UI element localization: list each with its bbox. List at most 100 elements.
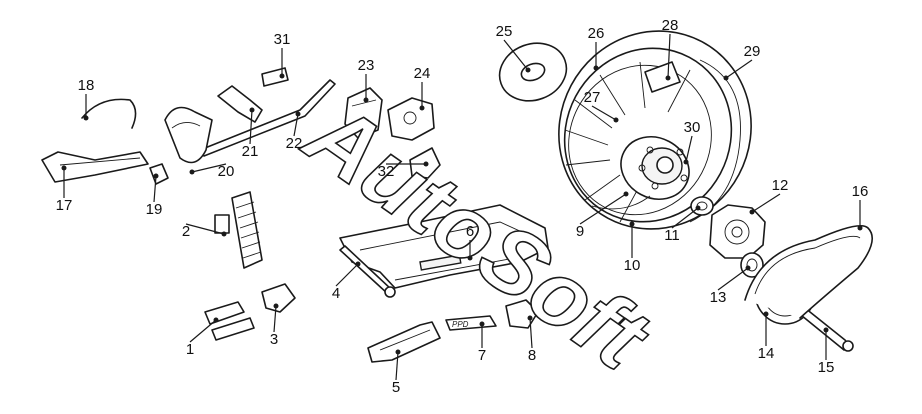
spacer-body [690,196,714,216]
shock-mount [214,214,230,234]
callout-label-16: 16 [852,183,869,200]
spring-clip [81,98,137,129]
callout-label-12: 12 [772,177,789,194]
bearing [740,252,764,278]
leader-dot-19 [153,173,159,179]
leader-line-20 [191,163,227,173]
leader-line-30 [685,135,693,163]
leader-line-12 [751,193,781,213]
leader-dot-13 [745,265,751,271]
leader-dot-5 [395,349,401,355]
leader-line-13 [717,267,749,291]
pivot-bolt [339,245,396,298]
callout-label-7: 7 [478,347,486,364]
callout-label-8: 8 [528,347,536,364]
callout-label-13: 13 [710,289,727,306]
bracket-3 [261,283,296,313]
callout-label-9: 9 [576,223,584,240]
leader-line-19 [153,175,157,203]
decal-7 [445,315,497,331]
callout-label-5: 5 [392,379,400,396]
leader-dot-21 [249,107,255,113]
brake-rod-22 [199,79,336,157]
callout-label-15: 15 [818,359,835,376]
leader-line-21 [249,109,253,145]
leader-dot-31 [279,73,285,79]
lever-21 [217,85,263,123]
sprocket-carrier [709,204,766,259]
callout-label-26: 26 [588,25,605,42]
chain-loop [744,224,874,319]
link-plates [204,301,255,341]
shock-absorber [214,191,263,269]
callout-label-32: 32 [378,163,395,180]
spacer [690,196,714,216]
rim-strip [591,195,651,210]
callout-label-19: 19 [146,201,163,218]
callout-label-10: 10 [624,257,641,274]
callout-label-6: 6 [466,223,474,240]
leader-line-3 [273,305,277,333]
swingarm-decal: PPD [445,315,497,331]
leader-dot-4 [355,261,361,267]
brake-lever-assembly [199,79,336,157]
brake-caliper-bracket [344,87,383,139]
leader-dot-18 [83,115,89,121]
leader-line-27 [591,105,617,121]
guard-5 [367,321,441,363]
carrier-body [709,204,766,259]
leader-dot-24 [419,105,425,111]
clip [149,163,169,185]
brake-shoe [164,106,213,164]
leader-dot-16 [857,225,863,231]
bracket-17 [41,151,149,183]
leader-line-28 [667,33,671,79]
leader-dot-23 [363,97,369,103]
decal-text: PPD [452,320,469,329]
callout-label-30: 30 [684,119,701,136]
leader-dot-7 [479,321,485,327]
leader-dot-8 [527,315,533,321]
leader-line-11 [671,207,699,229]
callout-label-29: 29 [744,43,761,60]
leader-dot-25 [525,67,531,73]
callout-label-24: 24 [414,65,431,82]
callout-label-25: 25 [496,23,513,40]
callout-label-3: 3 [270,331,278,348]
leader-dot-11 [695,205,701,211]
valve-cap [644,61,681,93]
rim [563,47,733,223]
shock-bracket [261,283,296,313]
callout-label-23: 23 [358,57,375,74]
clip-19 [149,163,169,185]
leader-dot-6 [467,255,473,261]
callout-label-14: 14 [758,345,775,362]
callout-label-22: 22 [286,135,303,152]
leader-dot-32 [423,161,429,167]
swingarm-body [339,204,549,289]
disc-washer [498,42,568,102]
leader-line-4 [335,263,359,287]
leader-line-25 [503,39,529,71]
leader-dot-22 [295,111,301,117]
rear-wheel [558,30,752,230]
callout-label-21: 21 [242,143,259,160]
footrest-bracket [41,151,149,183]
drive-chain [744,224,874,319]
leader-dot-2 [221,231,227,237]
callout-label-17: 17 [56,197,73,214]
leader-dot-15 [823,327,829,333]
leader-dot-29 [723,75,729,81]
leader-dot-27 [613,117,619,123]
shock-body [231,191,263,269]
chain-guard [367,321,441,363]
callout-label-11: 11 [664,227,680,244]
wheel-spokes [564,61,691,223]
leader-line-1 [189,319,217,343]
leader-line-2 [185,223,225,235]
leader-dot-10 [629,221,635,227]
callout-label-31: 31 [274,31,291,48]
leader-line-5 [395,351,399,381]
callout-leaders [61,33,863,381]
